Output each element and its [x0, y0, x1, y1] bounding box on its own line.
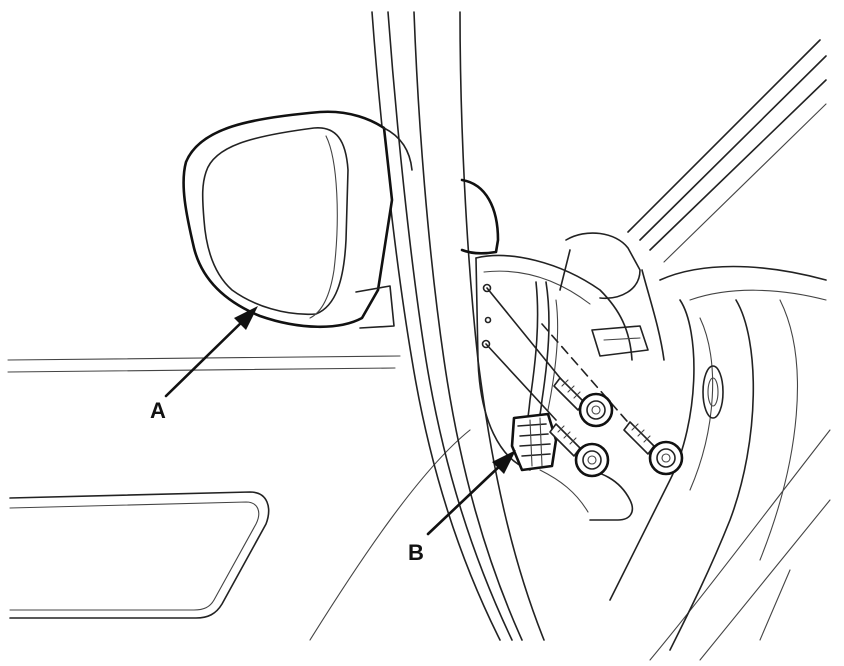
- callout-b: B: [408, 450, 516, 565]
- mirror-connector: [510, 412, 558, 472]
- inner-trim-panel: [9, 491, 270, 619]
- callout-b-arrowhead: [492, 450, 516, 474]
- callout-a-leader: [164, 316, 248, 398]
- mirror-mount-base: [475, 232, 649, 521]
- glass-run-channel: [627, 39, 827, 361]
- door-inner-structure: [609, 265, 827, 651]
- door-panel: [7, 355, 831, 661]
- callout-a-label: A: [150, 398, 166, 423]
- bolt-upper: [553, 377, 614, 428]
- callout-b-leader: [426, 460, 506, 536]
- bolt-rear: [623, 421, 684, 476]
- door-mirror: [182, 110, 500, 329]
- callout-b-label: B: [408, 540, 424, 565]
- callout-a: A: [150, 306, 258, 423]
- bolt-lower: [549, 423, 610, 478]
- mounting-bolts: [485, 287, 684, 478]
- callout-a-arrowhead: [234, 306, 258, 330]
